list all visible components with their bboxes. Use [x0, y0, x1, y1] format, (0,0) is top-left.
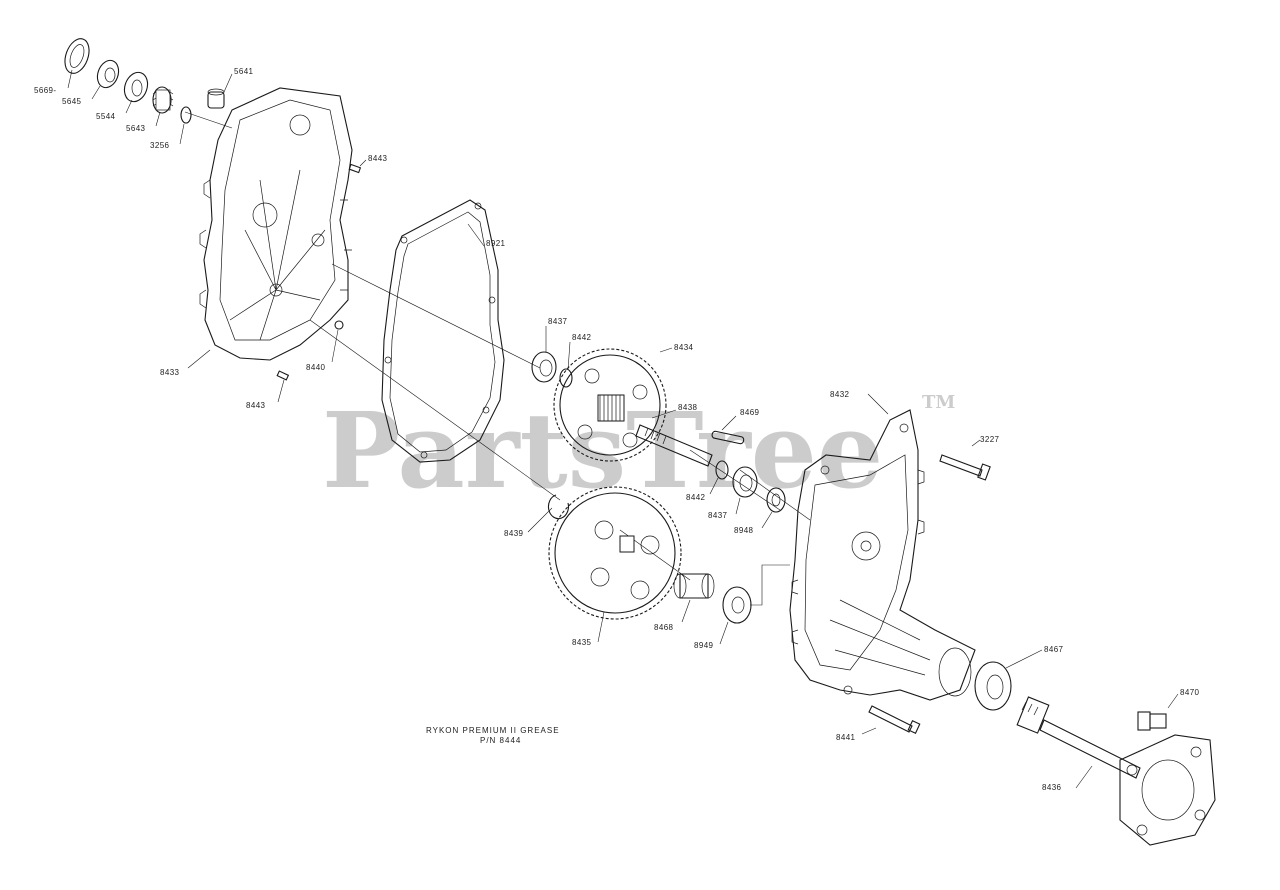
label-8434: 8434	[674, 343, 694, 352]
gear-8434	[553, 348, 667, 462]
ball-8440	[334, 320, 344, 330]
watermark-tm: TM	[922, 392, 955, 413]
label-5643: 5643	[126, 124, 146, 133]
pin-8469	[711, 430, 745, 445]
label-8438: 8438	[678, 403, 698, 412]
label-8432: 8432	[830, 390, 850, 399]
label-8437-upper: 8437	[548, 317, 568, 326]
label-5669: 5669-	[34, 86, 56, 95]
axle-8436	[1016, 696, 1216, 846]
label-8470: 8470	[1180, 688, 1200, 697]
label-8436: 8436	[1042, 783, 1062, 792]
grease-note-line2: P/N 8444	[480, 736, 521, 745]
bushing-5641	[207, 88, 225, 109]
label-8435: 8435	[572, 638, 592, 647]
label-8433: 8433	[160, 368, 180, 377]
gear-8435	[548, 486, 682, 620]
case-half-left-8433	[199, 87, 353, 361]
washer-8442-upper	[559, 368, 573, 388]
label-5641: 5641	[234, 67, 254, 76]
bearing-5645	[96, 59, 120, 89]
label-5645: 5645	[62, 97, 82, 106]
bushing-8468	[673, 573, 715, 599]
label-3227: 3227	[980, 435, 1000, 444]
label-8442-lower: 8442	[686, 493, 706, 502]
label-8441: 8441	[836, 733, 856, 742]
label-8468: 8468	[654, 623, 674, 632]
bolt-8441	[868, 705, 921, 734]
grease-note-line1: RYKON PREMIUM II GREASE	[426, 726, 560, 735]
label-8437-lower: 8437	[708, 511, 728, 520]
washer-8442-lower	[715, 460, 729, 480]
label-8439: 8439	[504, 529, 524, 538]
bearing-8467	[974, 661, 1012, 711]
bearing-8437-lower	[732, 466, 758, 498]
washer-8948	[766, 487, 786, 513]
leader-lines	[67, 69, 1179, 789]
snap-ring-5669	[64, 38, 90, 74]
gasket-8921	[381, 199, 505, 463]
seal-5544	[123, 71, 149, 103]
label-3256: 3256	[150, 141, 170, 150]
pinion-gear-5643	[152, 86, 174, 114]
label-8921: 8921	[486, 239, 506, 248]
snap-ring-8439	[547, 494, 569, 520]
shaft-8438	[635, 424, 713, 467]
washer-8949	[722, 586, 752, 624]
stud-8470	[1137, 711, 1167, 731]
label-8949: 8949	[694, 641, 714, 650]
label-8948: 8948	[734, 526, 754, 535]
label-5544: 5544	[96, 112, 116, 121]
label-8467: 8467	[1044, 645, 1064, 654]
part-labels: 5669- 5645 5544 5643 3256 5641 8443 8921…	[34, 67, 1200, 792]
label-8443-bottom: 8443	[246, 401, 266, 410]
case-half-right-8432	[789, 409, 976, 701]
bolt-3227	[939, 454, 991, 481]
label-8442-upper: 8442	[572, 333, 592, 342]
label-8469: 8469	[740, 408, 760, 417]
bearing-8437-upper	[531, 351, 557, 383]
grease-note: RYKON PREMIUM II GREASE P/N 8444	[426, 726, 560, 745]
label-8443-top: 8443	[368, 154, 388, 163]
dowel-pin-8443-bottom	[276, 370, 290, 381]
center-lines	[184, 111, 811, 606]
dowel-pin-8443-top	[348, 163, 362, 174]
label-8440: 8440	[306, 363, 326, 372]
o-ring-3256	[180, 106, 192, 124]
